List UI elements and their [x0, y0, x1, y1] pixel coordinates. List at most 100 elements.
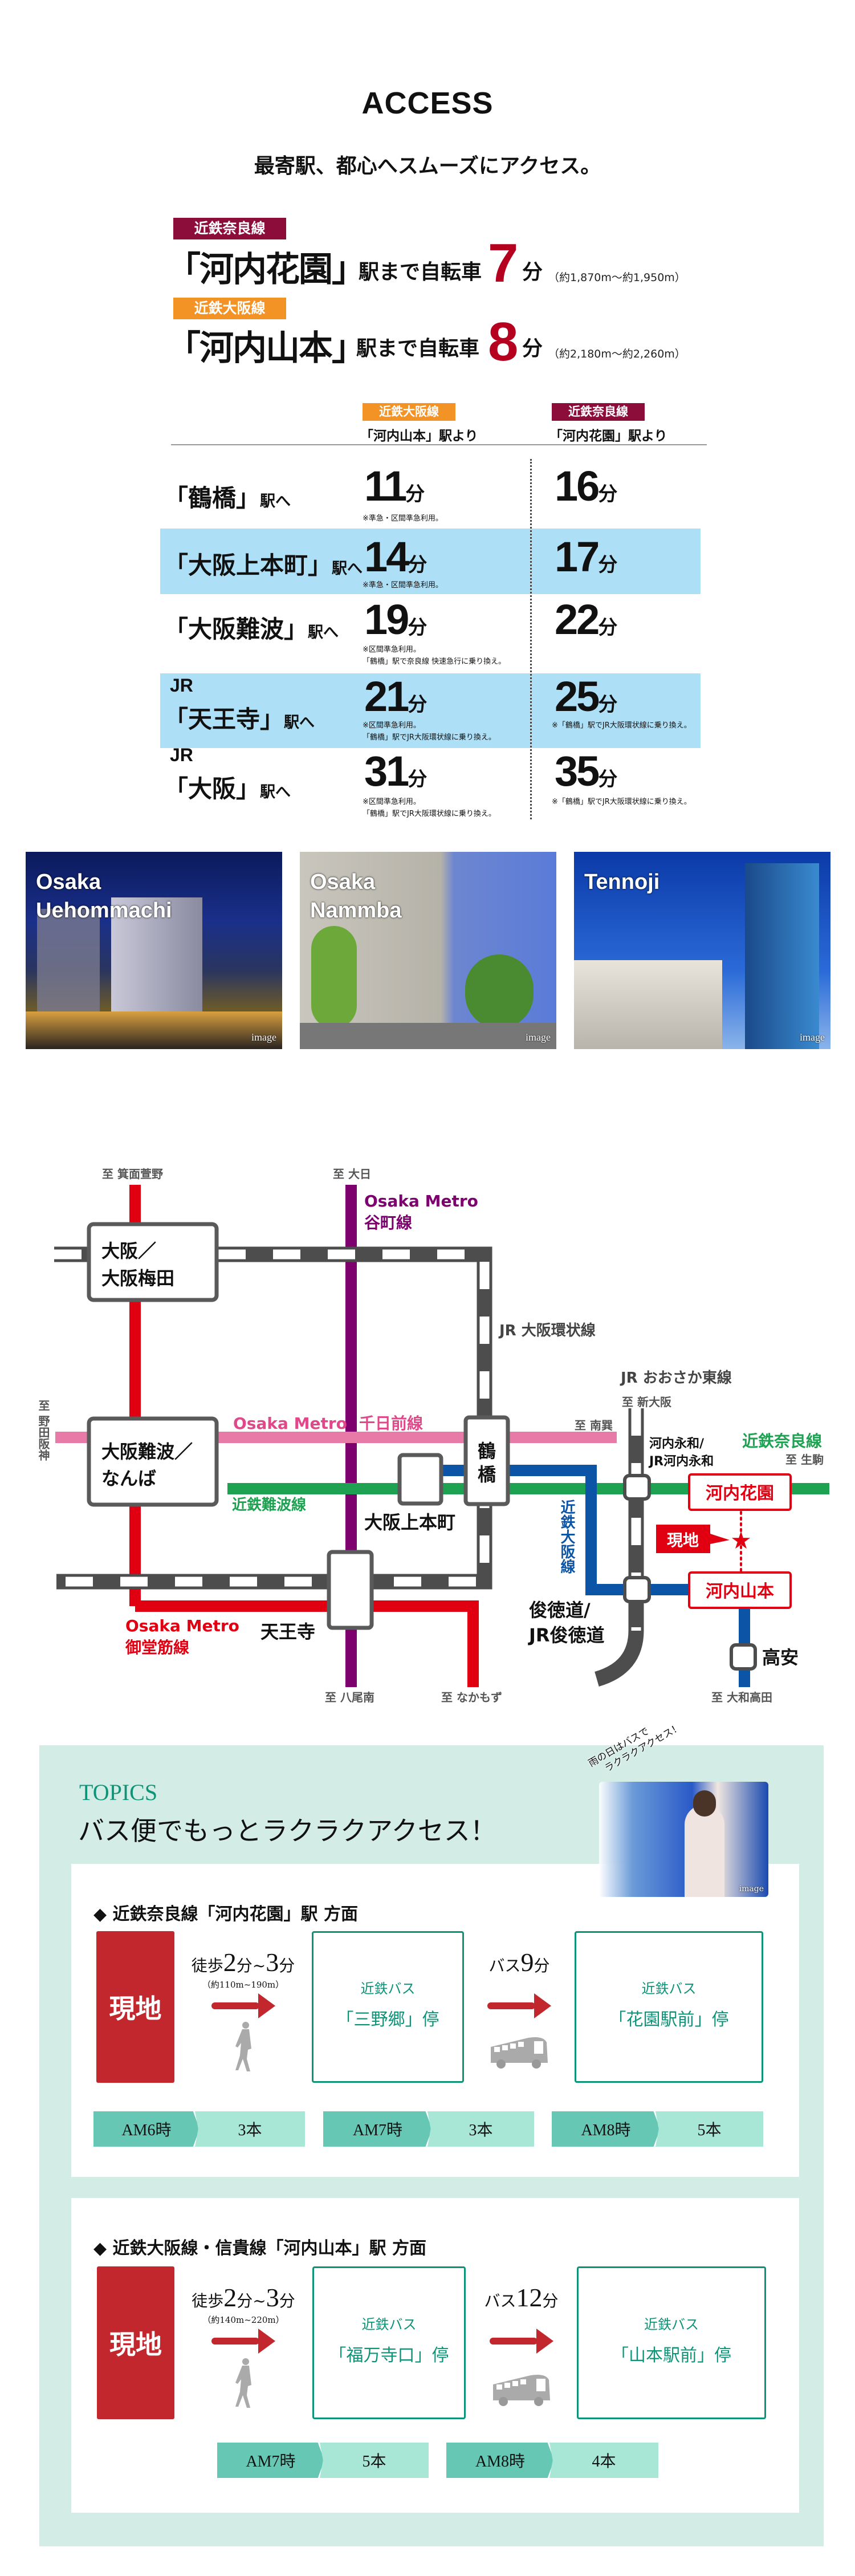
tanimachi-label: 谷町線 [364, 1213, 412, 1232]
line-badge-kintetsu-nara: 近鉄奈良線 [173, 218, 286, 239]
station-label-hanazono: 河内花園 [706, 1484, 774, 1504]
station-label: 高安 [762, 1647, 799, 1668]
route-note: ※区間準急利用。 [363, 798, 421, 806]
midosuji-label: Osaka Metro [125, 1616, 239, 1635]
travel-time: 11分 [364, 465, 425, 507]
travel-time: 19分 [364, 599, 427, 641]
bus-icon [492, 2375, 550, 2406]
header-divider [171, 444, 707, 445]
photo-label: Osaka [36, 870, 101, 894]
topics-title: バス便でもっとラクラクアクセス！ [78, 1815, 496, 1846]
departure-count: 5本 [656, 2111, 763, 2147]
route-note: ※準急・区間準急利用。 [363, 514, 443, 523]
departure-count: 3本 [195, 2111, 305, 2147]
street-shape [26, 1011, 282, 1049]
station-tennoji [327, 1550, 374, 1630]
kintetsu-osaka-label: 近鉄大阪線 [558, 1500, 575, 1574]
column-line-badge: 近鉄奈良線 [552, 403, 645, 421]
station-label: 河内永和/ [649, 1436, 705, 1451]
route-note: 「鶴橋」駅で奈良線 快速急行に乗り換え。 [363, 657, 506, 666]
walk-max: 3 [266, 1948, 279, 1977]
departure-count: 3本 [427, 2111, 534, 2147]
bus-company: 近鉄バス [360, 1981, 416, 1997]
arrow-right-icon [487, 1993, 551, 2018]
walker-icon [235, 2358, 251, 2408]
photo-label: Tennoji [584, 870, 660, 894]
arrow-right-icon [211, 2329, 275, 2354]
departure-hour: AM7時 [217, 2443, 324, 2478]
direction-label: 至 南巽 [575, 1419, 613, 1432]
page-title: ACCESS [361, 86, 494, 120]
destination-name: 「大阪難波」 [164, 615, 308, 643]
minutes-unit: 分 [598, 554, 618, 576]
destination-suffix: 駅へ [284, 714, 315, 732]
station-takayasu [730, 1643, 757, 1671]
topics-label: TOPICS [79, 1779, 158, 1805]
tower-shape [745, 863, 819, 1049]
destination-name: 「大阪」 [164, 775, 260, 803]
bus-company: 近鉄バス [641, 1981, 697, 1997]
station-eiwa [623, 1474, 651, 1501]
travel-time: 14分 [364, 536, 427, 578]
destination-suffix: 駅へ [260, 493, 291, 510]
walk-distance: （約110m~190m） [202, 1980, 284, 1990]
minutes-unit: 分 [408, 554, 427, 576]
minutes-unit: 分 [408, 693, 427, 716]
destination-station: 「大阪難波」駅へ [164, 610, 339, 645]
travel-time: 31分 [364, 750, 427, 793]
bus-minutes: 9 [520, 1948, 534, 1977]
walk-distance: （約140m~220m） [202, 2315, 284, 2325]
bus-company: 近鉄バス [361, 2317, 417, 2333]
genchi-pointer [710, 1534, 730, 1544]
travel-minutes: 25 [555, 673, 600, 720]
destination-suffix: 駅へ [332, 560, 363, 578]
travel-time: 16分 [555, 465, 618, 507]
nearest-station-name: 「河内花園」 [166, 250, 366, 290]
station-label: 俊徳道/ [529, 1599, 591, 1621]
destination-name: 「大阪上本町」 [164, 551, 332, 579]
photo-label: Osaka [310, 870, 376, 894]
nearest-distance: （約1,870m～約1,950m） [548, 271, 686, 284]
column-line-badge: 近鉄大阪線 [363, 403, 455, 421]
departure-count: 5本 [320, 2443, 429, 2478]
walker-icon [235, 2022, 251, 2071]
station-umeda [87, 1222, 219, 1302]
bus-stop-name: 「三野郷」停 [336, 2010, 439, 2030]
jr-prefix: JR [170, 675, 193, 696]
destination-station: 「天王寺」駅へ [164, 700, 315, 735]
station-label: 鶴 [478, 1440, 496, 1462]
station-yamamoto [688, 1571, 792, 1609]
walk-min: 2 [223, 1948, 237, 1977]
jr-east-label: JR おおさか東線 [620, 1369, 732, 1387]
minutes-unit: 分 [405, 483, 425, 506]
minutes-unit: 分 [598, 483, 618, 506]
route-map: ★ 至 箕面萱野 至 大日 至 南巽 至 新大阪 至 生駒 至 八尾南 至 なか… [36, 1167, 829, 1704]
minutes-unit: 分 [598, 616, 618, 639]
kintetsu-nara-label: 近鉄奈良線 [742, 1432, 822, 1450]
photo-tennoji: Tennoji image [574, 852, 830, 1049]
nearest-text: 駅まで自転車 [356, 337, 480, 360]
building-shape [574, 960, 722, 1049]
nearest-unit: 分 [522, 337, 543, 360]
genchi-label-box [656, 1525, 710, 1553]
direction-label: 至 箕面萱野 [102, 1167, 163, 1181]
route-note: 「鶴橋」駅でJR大阪環状線に乗り換え。 [363, 810, 496, 818]
walk-min: 2 [223, 2283, 237, 2312]
departure-hour: AM8時 [446, 2443, 554, 2478]
bus-unit: 分 [542, 2291, 559, 2310]
current-location-box: 現地 [96, 1931, 174, 2083]
column-header: 「河内花園」駅より [549, 429, 667, 444]
line-badge-kintetsu-osaka: 近鉄大阪線 [173, 298, 286, 319]
bus-label: バス [488, 1956, 521, 1975]
station-label: 大阪梅田 [101, 1267, 174, 1289]
departure-hour: AM7時 [323, 2111, 432, 2147]
direction-label: 至 八尾南 [325, 1691, 374, 1704]
direction-label: 至 新大阪 [622, 1395, 672, 1409]
minutes-unit: 分 [598, 693, 618, 716]
jr-east-line [594, 1408, 644, 1687]
direction-label: 至 生駒 [785, 1453, 824, 1466]
person-shape [685, 1805, 724, 1897]
